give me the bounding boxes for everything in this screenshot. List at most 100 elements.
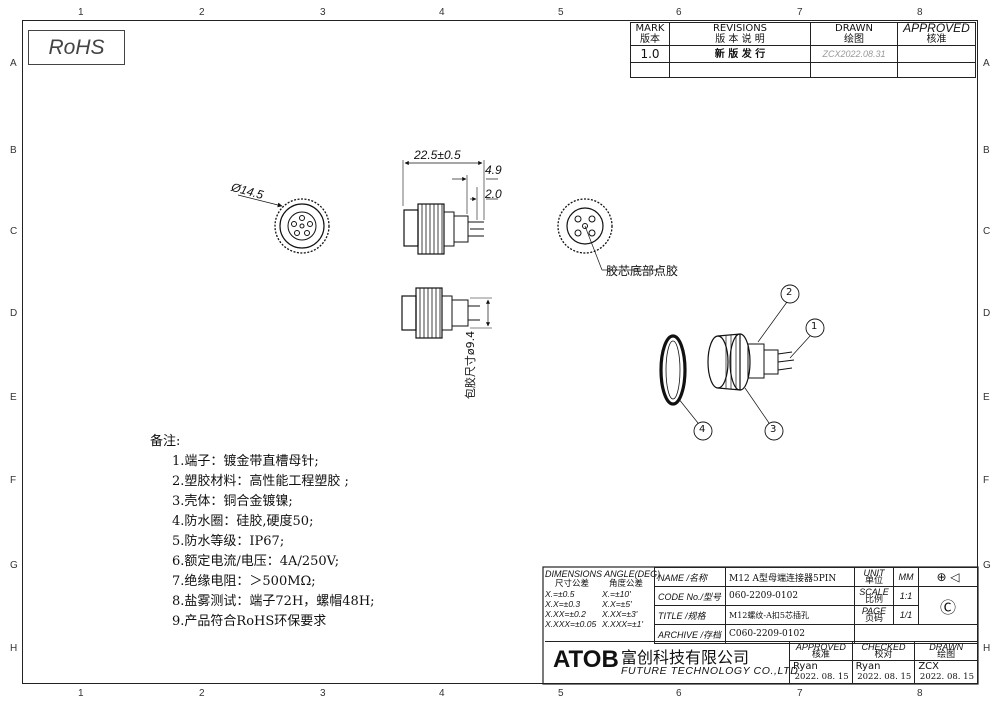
drawn-label: DRAWN xyxy=(929,642,964,652)
tolerance-cn-angle: 角度公差 xyxy=(608,579,643,589)
drawn-header: DRAWN 绘图 xyxy=(914,641,978,661)
note-item: 1.端子：镀金带直槽母针; xyxy=(172,454,319,469)
zone-bottom-1: 1 xyxy=(78,688,84,699)
tolerance-cn-dim: 尺寸公差 xyxy=(554,579,589,589)
approved-label: APPROVED xyxy=(795,642,846,652)
approved-name: Ryan xyxy=(793,661,818,672)
scale-cn: 比例 xyxy=(864,595,883,605)
pack-dim: 包胶尺寸ø9.4 xyxy=(464,330,478,400)
copyright-icon: Ⓒ xyxy=(918,586,978,625)
dim-2-0: 2.0 xyxy=(485,187,502,201)
zone-right-h: H xyxy=(983,643,991,654)
rev-approved-header: APPROVED 核准 xyxy=(897,22,976,46)
atob-logo: ATOB xyxy=(553,646,619,673)
note-item: 2.塑胶材料：高性能工程塑胶 ; xyxy=(172,474,349,489)
balloon-3: 3 xyxy=(770,424,777,435)
rohs-stamp: RoHS xyxy=(28,30,125,65)
zone-bottom-6: 6 xyxy=(676,688,682,699)
rear-view xyxy=(557,198,658,271)
tolerance-cn-row: 尺寸公差 角度公差 xyxy=(545,579,653,589)
zone-right-f: F xyxy=(983,475,990,486)
tolerance-header: DIMENSIONS ANGLE(DEG) xyxy=(545,569,661,579)
balloon-2: 2 xyxy=(786,287,793,298)
zone-left-c: C xyxy=(10,226,18,237)
glue-note: 胶芯底部点胶 xyxy=(606,264,679,278)
scale-label: SCALE xyxy=(859,587,889,597)
projection-symbol: ⊕ ◁ xyxy=(918,567,978,587)
zone-right-g: G xyxy=(983,560,991,571)
zone-bottom-8: 8 xyxy=(917,688,923,699)
rev-desc-header: REVISIONS 版 本 说 明 xyxy=(669,22,811,46)
zone-top-6: 6 xyxy=(676,7,682,18)
zone-left-h: H xyxy=(10,643,18,654)
note-item: 5.防水等级：IP67; xyxy=(172,534,285,549)
unit-label: UNIT xyxy=(863,568,885,578)
zone-left-a: A xyxy=(10,58,17,69)
balloon-4: 4 xyxy=(699,424,706,435)
dim-4-9: 4.9 xyxy=(485,163,502,177)
name-label: NAME /名称 xyxy=(654,567,726,587)
unit-cn: 单位 xyxy=(864,576,883,586)
notes-title: 备注: xyxy=(150,434,181,449)
title-info-table: NAME /名称 M12 A型母端连接器5PIN UNIT 单位 MM ⊕ ◁ … xyxy=(654,567,978,644)
unit-value: MM xyxy=(893,567,919,587)
notes-block: 备注: 1.端子：镀金带直槽母针; 2.塑胶材料：高性能工程塑胶 ; 3.壳体：… xyxy=(150,432,375,632)
zone-right-b: B xyxy=(983,145,990,156)
balloon-1: 1 xyxy=(811,321,818,332)
approved-cn: 核准 xyxy=(811,650,830,660)
zone-top-2: 2 xyxy=(199,7,205,18)
zone-top-8: 8 xyxy=(917,7,923,18)
code-label: CODE No./型号 xyxy=(654,586,726,606)
title-value: M12螺纹-A扣5芯插孔 xyxy=(725,605,855,625)
length-dim: 22.5±0.5 xyxy=(414,148,461,162)
scale-value: 1:1 xyxy=(893,586,919,606)
drawn-cn: 绘图 xyxy=(937,650,956,660)
zone-top-1: 1 xyxy=(78,7,84,18)
side-view-top xyxy=(402,160,498,255)
zone-bottom-3: 3 xyxy=(320,688,326,699)
zone-top-7: 7 xyxy=(797,7,803,18)
approved-header: APPROVED 核准 xyxy=(789,641,853,661)
zone-top-4: 4 xyxy=(439,7,445,18)
zone-left-e: E xyxy=(10,392,17,403)
rev-mark-header-en: MARK xyxy=(635,23,665,34)
approved-cell: Ryan 2022. 08. 15 xyxy=(789,660,853,684)
rev-approved-header-cn: 核准 xyxy=(926,34,947,45)
page-value: 1/1 xyxy=(893,605,919,625)
rev-drawn-header: DRAWN 绘图 xyxy=(810,22,898,46)
rev-desc-header-en: REVISIONS xyxy=(712,23,768,34)
rev-mark-header-cn: 版本 xyxy=(640,34,660,45)
zone-bottom-2: 2 xyxy=(199,688,205,699)
zone-top-3: 3 xyxy=(320,7,326,18)
note-item: 6.额定电流/电压：4A/250V; xyxy=(172,554,340,569)
name-value: M12 A型母端连接器5PIN xyxy=(725,567,855,587)
exploded-view xyxy=(659,284,825,441)
side-view-bottom xyxy=(401,287,492,339)
front-view xyxy=(237,194,330,254)
page-cn: 页码 xyxy=(864,614,883,624)
zone-right-e: E xyxy=(983,392,990,403)
note-item: 4.防水圈：硅胶,硬度50; xyxy=(172,514,314,529)
zone-top-5: 5 xyxy=(558,7,564,18)
zone-right-d: D xyxy=(983,308,991,319)
drawn-cell: ZCX 2022. 08. 15 xyxy=(914,660,978,684)
zone-bottom-5: 5 xyxy=(558,688,564,699)
note-item: 8.盐雾测试：端子72H，螺帽48H; xyxy=(172,594,375,609)
scale-cell: SCALE 比例 xyxy=(854,586,894,606)
zone-right-a: A xyxy=(983,58,990,69)
company-name-cn: 富创科技有限公司 xyxy=(621,648,750,667)
code-value: 060-2209-0102 xyxy=(725,586,855,606)
checked-header: CHECKED 校对 xyxy=(851,641,916,661)
checked-name: Ryan xyxy=(855,661,881,672)
note-item: 3.壳体：铜合金镀镍; xyxy=(172,494,293,509)
company-name-en: FUTURE TECHNOLOGY CO.,LTD xyxy=(621,665,799,677)
company-block: ATOB 富创科技有限公司 FUTURE TECHNOLOGY CO.,LTD xyxy=(545,641,798,684)
title-label: TITLE /规格 xyxy=(654,605,726,625)
zone-left-d: D xyxy=(10,308,18,319)
approved-date: 2022. 08. 15 xyxy=(794,672,849,682)
checked-label: CHECKED xyxy=(861,642,906,652)
page-label: PAGE xyxy=(861,606,887,616)
